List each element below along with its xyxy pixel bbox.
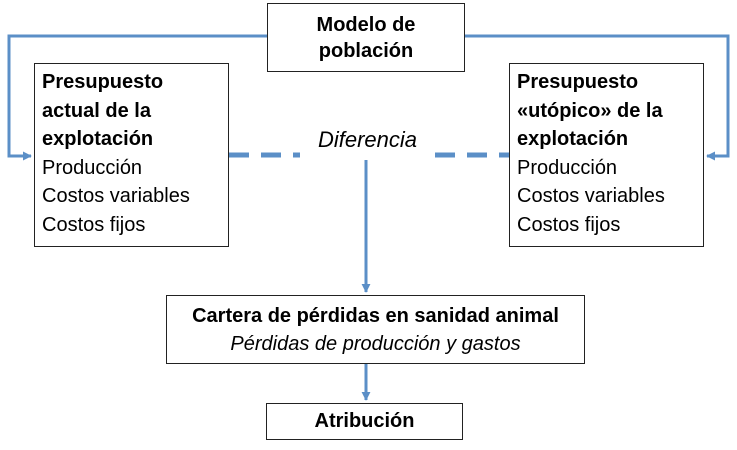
loss-portfolio-title: Cartera de pérdidas en sanidad animal [192, 304, 559, 327]
loss-portfolio-subtitle: Pérdidas de producción y gastos [230, 332, 521, 355]
population-model-line1: Modelo de [316, 13, 416, 36]
actual-budget-title-line2: actual de la [42, 99, 151, 122]
utopic-budget-item-variable-costs: Costos variables [517, 185, 665, 207]
attribution-label: Atribución [314, 410, 415, 432]
actual-budget-item-variable-costs: Costos variables [42, 185, 190, 207]
connector-model-to-actual [7, 34, 267, 161]
utopic-budget-item-production: Producción [517, 156, 618, 179]
utopic-budget-title-line2: «utópico» de la [517, 99, 663, 122]
actual-budget-title-line1: Presupuesto [42, 71, 164, 93]
actual-budget-title-line3: explotación [42, 128, 154, 150]
population-model-box: Modelo de población [267, 3, 465, 72]
actual-budget-box: Presupuesto actual de la explotación Pro… [34, 63, 229, 247]
actual-budget-item-fixed-costs: Costos fijos [42, 213, 146, 236]
connector-model-to-utopic [465, 34, 730, 161]
utopic-budget-item-fixed-costs: Costos fijos [517, 213, 621, 236]
population-model-line2: población [318, 39, 414, 62]
attribution-box: Atribución [266, 403, 463, 440]
utopic-budget-title-line3: explotación [517, 128, 629, 150]
actual-budget-item-production: Producción [42, 156, 143, 179]
utopic-budget-title-line1: Presupuesto [517, 71, 639, 93]
difference-label: Diferencia [305, 125, 430, 155]
loss-portfolio-box: Cartera de pérdidas en sanidad animal Pé… [166, 295, 585, 364]
utopic-budget-box: Presupuesto «utópico» de la explotación … [509, 63, 704, 247]
